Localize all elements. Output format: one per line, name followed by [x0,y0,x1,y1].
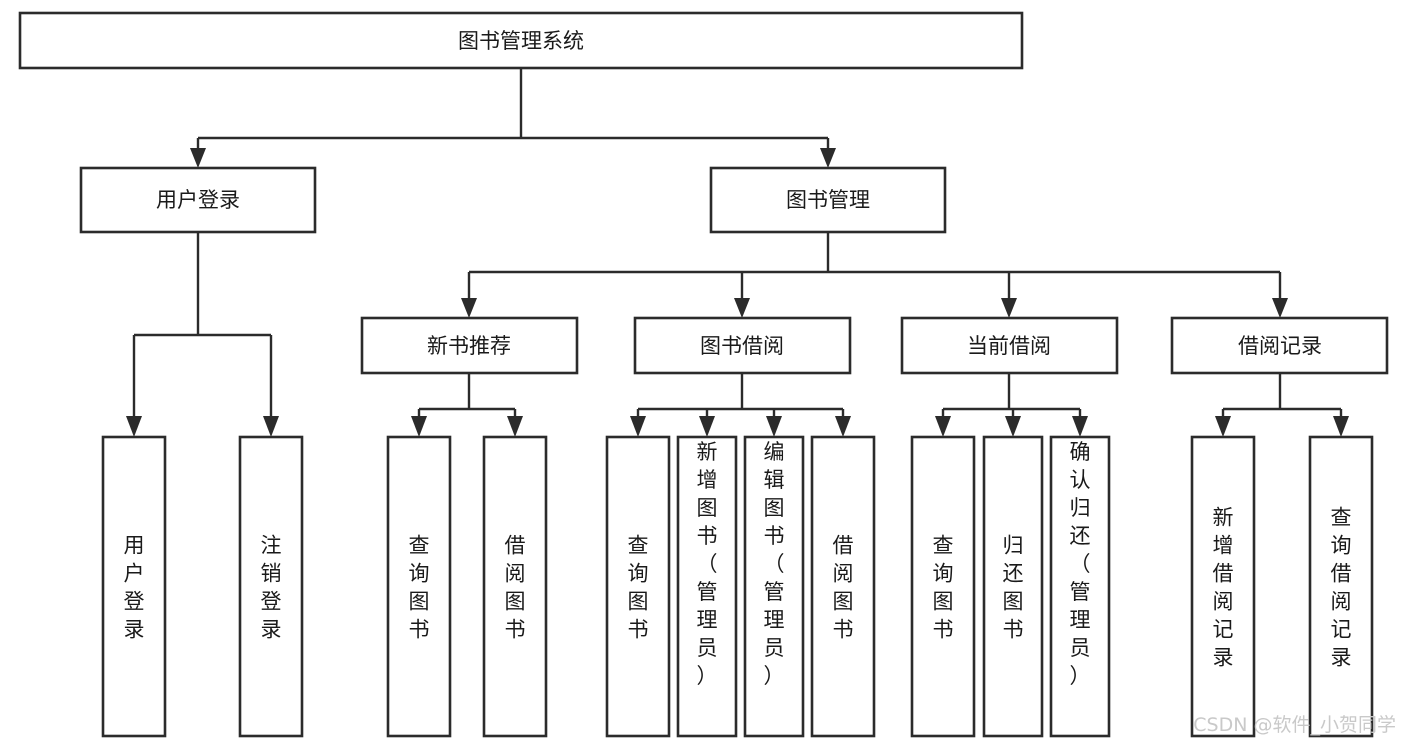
node-leaf-query-record[interactable]: 查询借阅记录 [1308,435,1374,738]
leaf-borrow-book-2-box[interactable] [810,435,876,738]
arrow-leaf-query-book-1-icon [411,416,427,437]
arrow-leaf-borrow-book-1-icon [507,416,523,437]
node-leaf-add-book[interactable]: 新增图书（管理员） [676,435,738,738]
node-borrow-record[interactable]: 借阅记录 [1170,316,1389,375]
leaf-query-record-label: 查询借阅记录 [1331,505,1352,669]
node-root[interactable]: 图书管理系统 [18,11,1024,70]
arrow-leaf-user-login-icon [126,416,142,437]
arrow-leaf-return-book-icon [1005,416,1021,437]
arrow-leaf-logout-icon [263,416,279,437]
node-leaf-borrow-book-2[interactable]: 借阅图书 [810,435,876,738]
leaf-query-record-box[interactable] [1308,435,1374,738]
node-leaf-user-login[interactable]: 用户登录 [101,435,167,738]
leaf-return-book-label: 归还图书 [1003,533,1024,641]
leaf-borrow-book-2-label: 借阅图书 [833,533,854,641]
node-leaf-logout[interactable]: 注销登录 [238,435,304,738]
borrow-record-box[interactable] [1170,316,1389,375]
leaf-edit-book-label: 编辑图书（管理员） [764,440,785,688]
node-leaf-edit-book[interactable]: 编辑图书（管理员） [743,435,805,738]
new-book-rec-box[interactable] [360,316,579,375]
arrow-user-login-icon [190,148,206,168]
node-leaf-borrow-book-1[interactable]: 借阅图书 [482,435,548,738]
leaf-add-book-label: 新增图书（管理员） [697,440,718,688]
book-borrow-label: 图书借阅 [700,334,784,358]
leaf-confirm-return-box[interactable] [1049,435,1111,738]
arrow-leaf-edit-book-icon [766,416,782,437]
leaf-return-book-box[interactable] [982,435,1044,738]
new-book-rec-label: 新书推荐 [427,334,511,358]
leaf-add-book-box[interactable] [676,435,738,738]
arrow-borrow-record-icon [1272,298,1288,318]
user-login-box[interactable] [79,166,317,234]
leaf-confirm-return-label: 确认归还（管理员） [1070,440,1091,688]
leaf-add-record-box[interactable] [1190,435,1256,738]
leaf-query-book-1-box[interactable] [386,435,452,738]
node-leaf-confirm-return[interactable]: 确认归还（管理员） [1049,435,1111,738]
arrow-leaf-confirm-return-icon [1072,416,1088,437]
current-borrow-label: 当前借阅 [967,334,1051,358]
book-manage-box[interactable] [709,166,947,234]
node-leaf-query-book-3[interactable]: 查询图书 [910,435,976,738]
borrow-record-label: 借阅记录 [1238,334,1322,358]
root-box[interactable] [18,11,1024,70]
arrow-leaf-add-record-icon [1215,416,1231,437]
arrow-new-book-rec-icon [461,298,477,318]
leaf-borrow-book-1-box[interactable] [482,435,548,738]
node-book-borrow[interactable]: 图书借阅 [633,316,852,375]
leaf-user-login-box[interactable] [101,435,167,738]
edge-group [126,68,1349,437]
book-manage-label: 图书管理 [786,188,870,212]
node-leaf-query-book-2[interactable]: 查询图书 [605,435,671,738]
arrow-leaf-query-record-icon [1333,416,1349,437]
leaf-user-login-label: 用户登录 [124,533,145,641]
arrow-current-borrow-icon [1001,298,1017,318]
leaf-borrow-book-1-label: 借阅图书 [505,533,526,641]
leaf-query-book-2-label: 查询图书 [628,533,649,641]
node-leaf-query-book-1[interactable]: 查询图书 [386,435,452,738]
arrow-leaf-borrow-book-2-icon [835,416,851,437]
leaf-query-book-1-label: 查询图书 [409,533,430,641]
arrow-book-borrow-icon [734,298,750,318]
leaf-add-record-label: 新增借阅记录 [1213,505,1234,669]
leaf-query-book-2-box[interactable] [605,435,671,738]
leaf-query-book-3-box[interactable] [910,435,976,738]
node-book-manage[interactable]: 图书管理 [709,166,947,234]
node-leaf-return-book[interactable]: 归还图书 [982,435,1044,738]
user-login-label: 用户登录 [156,188,240,212]
csdn-watermark: CSDN @软件_小贺同学 [1193,714,1396,736]
node-leaf-add-record[interactable]: 新增借阅记录 [1190,435,1256,738]
arrow-book-manage-icon [820,148,836,168]
arrow-leaf-query-book-3-icon [935,416,951,437]
node-new-book-rec[interactable]: 新书推荐 [360,316,579,375]
current-borrow-box[interactable] [900,316,1119,375]
node-user-login[interactable]: 用户登录 [79,166,317,234]
leaf-logout-label: 注销登录 [261,533,282,641]
node-current-borrow[interactable]: 当前借阅 [900,316,1119,375]
arrow-leaf-query-book-2-icon [630,416,646,437]
arrow-leaf-add-book-icon [699,416,715,437]
root-label: 图书管理系统 [458,29,584,53]
leaf-edit-book-box[interactable] [743,435,805,738]
leaf-logout-box[interactable] [238,435,304,738]
leaf-query-book-3-label: 查询图书 [933,533,954,641]
book-borrow-box[interactable] [633,316,852,375]
